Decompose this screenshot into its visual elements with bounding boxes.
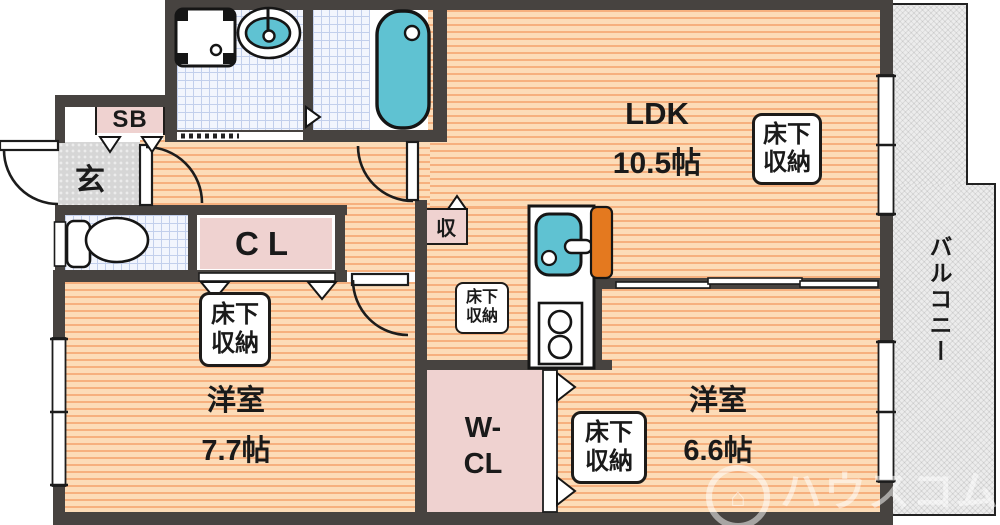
wall-bedroom1-top [53,270,347,282]
walk-in-closet-floor [427,370,544,512]
wall-left-entrance [55,95,65,143]
bedroom2-name: 洋室 [688,385,747,417]
watermark: ⌂ ハウスコム [706,447,1000,525]
storage-box: 収 [424,208,468,245]
wall-toilet-top [55,205,347,215]
wall-bottom [53,512,893,525]
wall-shoebox-top [55,95,177,107]
ldk-name: LDK [625,96,689,131]
washroom-floor [177,8,303,132]
wall-left-toilet [55,205,65,275]
wall-closet-right [335,205,345,277]
entrance-door [0,139,60,206]
hallway-floor [140,133,430,207]
toilet-floor [65,215,188,272]
wall-right-b [880,213,893,343]
underfloor-storage-ldk: 床下 収納 [752,113,822,185]
balcony-upper [893,3,968,185]
wcl-door-strip [542,369,558,513]
wall-right-a [880,0,893,77]
balcony-step-line [966,183,996,185]
wall-ldk-bedroom2 [590,278,880,289]
ldk-room-label: LDK 10.5帖 [557,96,757,182]
ldk-size: 10.5帖 [612,147,702,180]
wall-left-b1-b [53,484,65,519]
bedroom2-size: 6.6帖 [683,435,753,467]
closet-room: CL [197,215,335,272]
shoe-box-label: SB [112,106,148,133]
storage-label: 収 [436,218,456,240]
bedroom1-size: 7.7帖 [201,435,271,467]
wall-hall-ldk [415,200,427,512]
wall-kitchen-stub [590,288,602,368]
balcony-label: バルコニー [926,235,952,365]
wcl-room-label: W- CL [463,412,503,481]
bedroom1-name: 洋室 [206,385,265,417]
bathroom-floor [313,8,370,132]
wall-washroom-left [165,0,177,132]
wall-left-b1-a [53,270,65,340]
balcony-lower [893,185,996,516]
wall-bath-right [433,0,447,142]
hallway-floor-south [345,207,415,272]
entrance-label: 玄 [75,164,105,197]
wall-toilet-closet [188,205,197,272]
closet-label: CL [235,224,297,262]
watermark-text: ハウスコム [780,467,1000,515]
wall-bath-divider [303,0,313,132]
wall-wcl-top [415,360,612,370]
bedroom2-room-label: 洋室 6.6帖 [628,377,808,469]
bedroom1-room-label: 洋室 7.7帖 [146,377,326,469]
shoe-box: SB [95,105,165,135]
underfloor-storage-bedroom2: 床下 収納 [571,411,647,484]
bathtub-area-floor [370,8,433,132]
wall-top [165,0,890,10]
underfloor-storage-kitchen: 床下 収納 [455,282,509,334]
underfloor-storage-bedroom1: 床下 収納 [199,292,271,367]
watermark-logo-icon: ⌂ [706,465,770,525]
